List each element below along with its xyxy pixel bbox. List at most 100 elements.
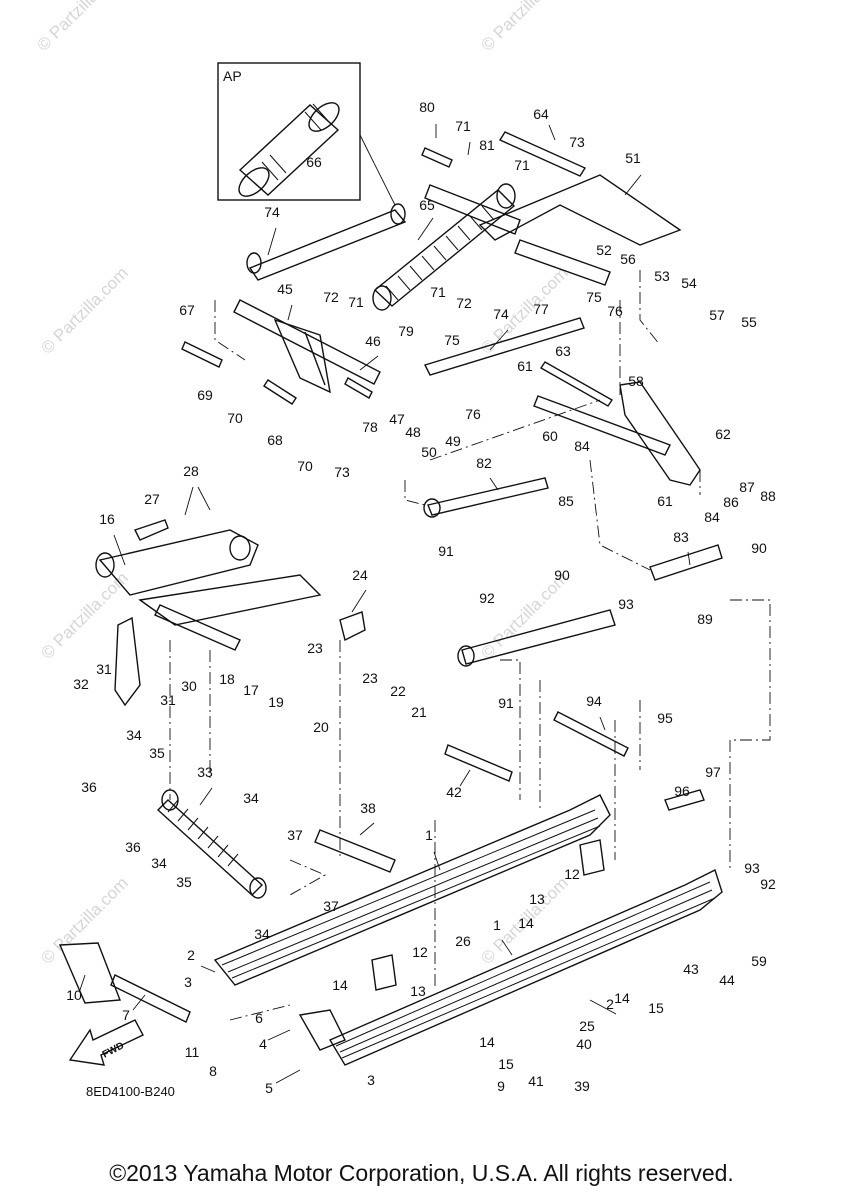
callout-10: 10 [66,987,82,1003]
callout-93: 93 [618,596,634,612]
shock-65 [372,183,516,311]
callout-56: 56 [620,251,636,267]
bracket-45 [233,299,381,394]
lower-assembly [58,789,723,1066]
rod-91 [461,609,616,665]
callout-84: 84 [704,509,720,525]
callout-34: 34 [254,926,270,942]
callout-31: 31 [96,661,112,677]
callout-28: 28 [183,463,199,479]
slider-12-lower [371,954,397,991]
callout-65: 65 [419,197,435,213]
shock-33 [156,789,267,899]
callout-2: 2 [606,996,614,1012]
callout-76: 76 [607,303,623,319]
callout-46: 46 [365,333,381,349]
shaft-60 [533,395,671,456]
callout-54: 54 [681,275,697,291]
callout-89: 89 [697,611,713,627]
callout-90: 90 [554,567,570,583]
callout-75: 75 [586,289,602,305]
callout-22: 22 [390,683,406,699]
callout-57: 57 [709,307,725,323]
callout-12: 12 [564,866,580,882]
callout-38: 38 [360,800,376,816]
callout-70: 70 [297,458,313,474]
callout-92: 92 [479,590,495,606]
boot-part-66 [238,102,340,197]
diagram-code: 8ED4100-B240 [86,1084,175,1099]
callout-36: 36 [125,839,141,855]
callout-20: 20 [313,719,329,735]
middle-assembly [95,519,723,782]
callout-33: 33 [197,764,213,780]
callout-5: 5 [265,1080,273,1096]
callout-79: 79 [398,323,414,339]
callout-84: 84 [574,438,590,454]
callout-14: 14 [332,977,348,993]
inset-label: AP [223,68,242,84]
pin-27 [134,519,169,541]
callout-14: 14 [518,915,534,931]
callout-13: 13 [410,983,426,999]
pipe-10 [58,942,121,1004]
callout-73: 73 [569,134,585,150]
watermark: © Partzilla.com [33,0,127,55]
callout-75: 75 [444,332,460,348]
callout-13: 13 [529,891,545,907]
watermark: © Partzilla.com [37,263,131,357]
callout-95: 95 [657,710,673,726]
slide-rail-1-rear [213,794,611,986]
arm-51 [424,174,682,286]
callout-97: 97 [705,764,721,780]
callout-19: 19 [268,694,284,710]
guide-4 [298,1009,346,1051]
callout-31: 31 [160,692,176,708]
callout-23: 23 [362,670,378,686]
collar-68 [263,379,297,405]
callout-92: 92 [760,876,776,892]
shaft-7 [110,974,191,1023]
callout-1: 1 [425,827,433,843]
callout-74: 74 [264,204,280,220]
callout-94: 94 [586,693,602,709]
callout-11: 11 [185,1044,200,1060]
callout-35: 35 [149,745,165,761]
pin-64 [498,131,587,177]
callout-45: 45 [277,281,293,297]
callout-85: 85 [558,493,574,509]
bolt-96 [664,789,705,811]
callout-34: 34 [243,790,259,806]
callout-50: 50 [421,444,437,460]
arm-16 [95,529,322,651]
bracket-24 [339,611,366,642]
callout-58: 58 [628,373,644,389]
callout-63: 63 [555,343,571,359]
callout-74: 74 [493,306,509,322]
callout-37: 37 [323,898,339,914]
callout-80: 80 [419,99,435,115]
callout-82: 82 [476,455,492,471]
callout-87: 87 [739,479,755,495]
bracket-58 [619,381,701,486]
callout-44: 44 [719,972,735,988]
callout-37: 37 [287,827,303,843]
callout-55: 55 [741,314,757,330]
callout-4: 4 [259,1036,267,1052]
watermark: © Partzilla.com [37,568,131,662]
callout-49: 49 [445,433,461,449]
shaft-94 [553,711,629,757]
pivot-38 [314,829,396,873]
callout-14: 14 [614,990,630,1006]
callout-51: 51 [625,150,641,166]
callout-42: 42 [446,784,462,800]
callout-30: 30 [181,678,197,694]
callout-35: 35 [176,874,192,890]
callout-71: 71 [455,118,471,134]
callout-78: 78 [362,419,378,435]
callout-21: 21 [411,704,427,720]
callout-68: 68 [267,432,283,448]
bolt-67 [181,341,223,368]
slider-12 [579,839,605,876]
